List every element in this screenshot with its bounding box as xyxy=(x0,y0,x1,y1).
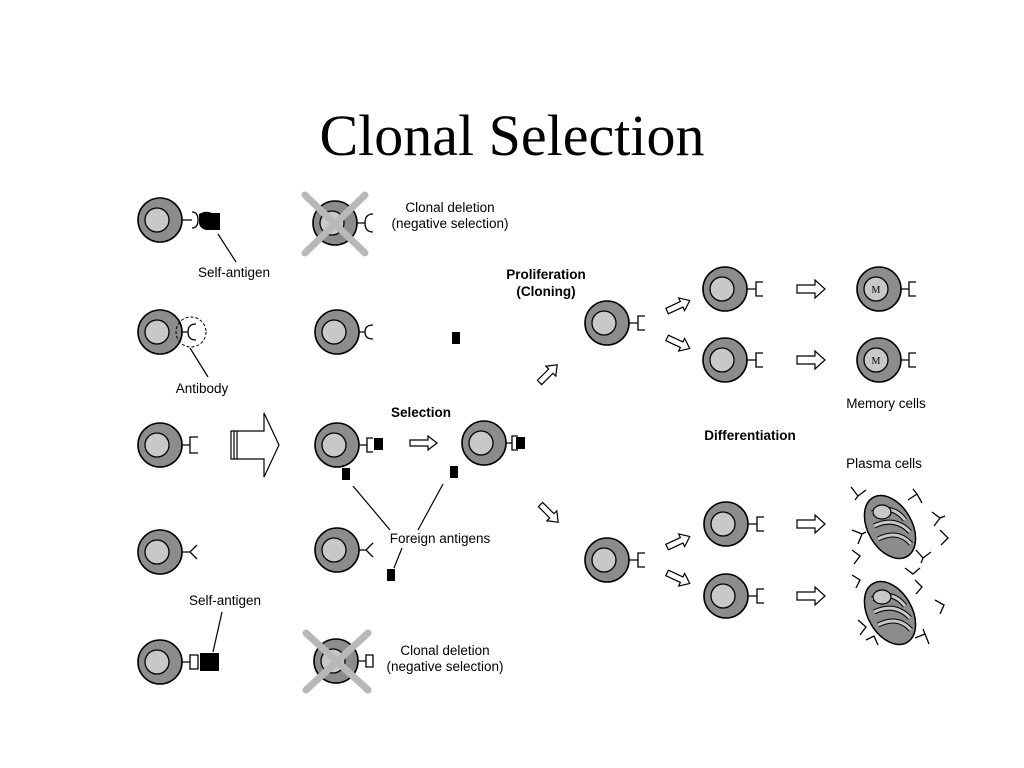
clonal-deletion-top-label-2: (negative selection) xyxy=(391,216,508,231)
proliferation-label-2: (Cloning) xyxy=(516,284,575,299)
foreign-antigen-4 xyxy=(387,569,395,581)
arrow-clone-up-1-icon xyxy=(665,297,691,315)
lymphocyte-fork-receptor-col2 xyxy=(314,527,374,573)
memory-cell-1: M xyxy=(856,266,916,312)
self-antigen-top-pointer xyxy=(217,233,237,263)
differentiation-label: Differentiation xyxy=(704,428,796,443)
memory-marker-1: M xyxy=(872,285,881,296)
selection-label: Selection xyxy=(391,405,451,420)
clone-cell-lower-b xyxy=(703,573,764,619)
arrow-to-memory-1-icon xyxy=(796,278,826,300)
clonal-deletion-bottom-label-1: Clonal deletion xyxy=(400,643,489,658)
foreign-antigen-pointer-3 xyxy=(393,547,403,569)
big-arrow-right-icon xyxy=(230,412,280,478)
foreign-antigen-1 xyxy=(452,332,460,344)
self-antigen-bottom-pointer xyxy=(212,611,223,653)
foreign-antigen-2 xyxy=(342,468,350,480)
plasma-cell-2 xyxy=(863,580,917,646)
foreign-antigen-pointer-2 xyxy=(417,483,444,531)
arrow-to-memory-2-icon xyxy=(796,349,826,371)
antibody-label: Antibody xyxy=(176,381,229,396)
page-title: Clonal Selection xyxy=(320,103,705,168)
lymphocyte-selected xyxy=(314,422,383,468)
arrow-up-right-icon xyxy=(536,364,558,386)
selection-arrow-icon xyxy=(409,434,438,452)
clonal-deletion-top-label-1: Clonal deletion xyxy=(405,200,494,215)
clonal-deletion-bottom-label-2: (negative selection) xyxy=(386,659,503,674)
clone-cell-lower-a xyxy=(703,501,764,547)
self-antigen-top-label: Self-antigen xyxy=(198,265,270,280)
self-antigen-bottom-label: Self-antigen xyxy=(189,593,261,608)
proliferation-label-1: Proliferation xyxy=(506,267,586,282)
arrow-clone-down-2-icon xyxy=(665,569,691,587)
plasma-cells-label: Plasma cells xyxy=(846,456,922,471)
lymphocyte-self-antigen-bound xyxy=(137,197,220,243)
memory-cells-label: Memory cells xyxy=(846,396,926,411)
arrow-clone-up-2-icon xyxy=(665,334,691,352)
free-antibodies xyxy=(850,486,949,646)
arrow-down-right-icon xyxy=(537,501,559,523)
deleted-cell-top xyxy=(301,191,374,257)
memory-cell-2: M xyxy=(856,337,916,383)
lymphocyte-selected-activated xyxy=(461,420,525,466)
arrow-to-plasma-1-icon xyxy=(796,513,826,535)
arrow-to-plasma-2-icon xyxy=(796,585,826,607)
lymphocyte-self-antigen-bound-bottom xyxy=(137,639,219,685)
lymphocyte-square-receptor xyxy=(137,422,198,468)
foreign-antigens-label: Foreign antigens xyxy=(390,531,491,546)
lymphocyte-fork-receptor xyxy=(137,529,198,575)
plasma-cell-1 xyxy=(863,494,917,560)
foreign-antigen-3 xyxy=(450,466,458,478)
deleted-cell-bottom xyxy=(302,629,374,694)
clone-cell-upper-b xyxy=(702,337,763,383)
memory-marker-2: M xyxy=(872,356,881,367)
lymphocyte-antibody-receptor xyxy=(137,309,207,355)
lymphocyte-curved-receptor-col2 xyxy=(314,309,374,355)
antibody-pointer xyxy=(189,347,209,378)
foreign-antigen-pointer-1 xyxy=(352,485,391,531)
clone-cell-upper-a xyxy=(702,266,763,312)
arrow-clone-down-1-icon xyxy=(665,533,691,551)
clone-cell-lower xyxy=(584,537,645,583)
clone-cell-upper xyxy=(584,300,645,346)
